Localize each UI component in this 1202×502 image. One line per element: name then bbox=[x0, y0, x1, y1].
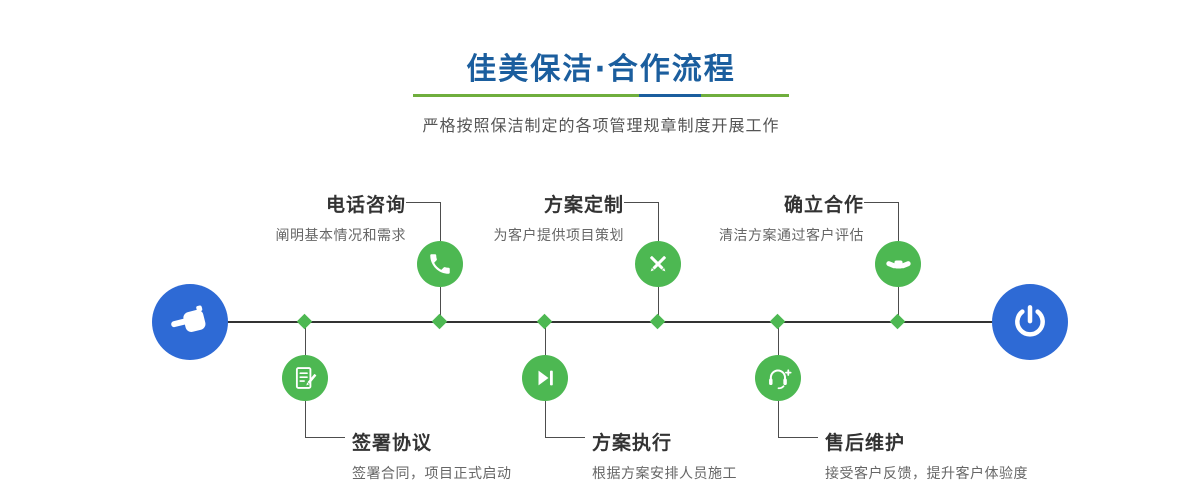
timeline-node-diamond bbox=[431, 313, 448, 330]
contract-icon bbox=[295, 367, 317, 389]
underline-segment-blue bbox=[639, 94, 701, 97]
phone-icon bbox=[430, 254, 450, 274]
end-node bbox=[992, 284, 1068, 360]
connector-line bbox=[305, 322, 306, 355]
timeline-node-diamond bbox=[769, 313, 786, 330]
step-title: 电话咨询 bbox=[325, 194, 406, 216]
step-icon-circle bbox=[417, 241, 463, 287]
step-icon-circle bbox=[282, 355, 328, 401]
connector-line bbox=[864, 202, 898, 203]
connector-line bbox=[898, 202, 899, 241]
step-desc: 根据方案安排人员施工 bbox=[592, 466, 737, 482]
connector-line bbox=[440, 287, 441, 322]
step-desc: 接受客户反馈，提升客户体验度 bbox=[825, 466, 1028, 482]
connector-line bbox=[305, 401, 306, 437]
step-after-sales-maintenance: 售后维护 接受客户反馈，提升客户体验度 bbox=[825, 428, 1125, 483]
title-underline bbox=[413, 94, 789, 97]
connector-line bbox=[658, 202, 659, 241]
connector-line bbox=[305, 437, 345, 438]
connector-line bbox=[778, 437, 818, 438]
connector-line bbox=[406, 202, 440, 203]
step-desc: 阐明基本情况和需求 bbox=[275, 228, 406, 244]
step-icon-circle bbox=[635, 241, 681, 287]
timeline-node-diamond bbox=[296, 313, 313, 330]
connector-line bbox=[440, 202, 441, 241]
power-icon bbox=[1015, 305, 1045, 337]
step-title: 售后维护 bbox=[825, 432, 906, 454]
step-desc: 清洁方案通过客户评估 bbox=[719, 228, 864, 244]
connector-line bbox=[778, 401, 779, 437]
step-plan-execution: 方案执行 根据方案安排人员施工 bbox=[592, 428, 892, 483]
step-icon-circle bbox=[522, 355, 568, 401]
connector-line bbox=[545, 401, 546, 437]
timeline-axis bbox=[190, 321, 1030, 323]
step-icon-circle bbox=[755, 355, 801, 401]
support-icon bbox=[768, 368, 792, 389]
connector-line bbox=[778, 322, 779, 355]
step-title: 方案定制 bbox=[543, 194, 624, 216]
step-desc: 为客户提供项目策划 bbox=[493, 228, 624, 244]
underline-segment-green bbox=[701, 94, 789, 97]
step-title: 方案执行 bbox=[592, 432, 673, 454]
step-sign-agreement: 签署协议 签署合同，项目正式启动 bbox=[352, 428, 652, 483]
timeline-node-diamond bbox=[649, 313, 666, 330]
execute-icon bbox=[538, 370, 553, 386]
connector-line bbox=[898, 287, 899, 322]
step-plan-customization: 方案定制 为客户提供项目策划 bbox=[424, 190, 624, 245]
timeline-node-diamond bbox=[889, 313, 906, 330]
step-title: 确立合作 bbox=[783, 194, 864, 216]
step-desc: 签署合同，项目正式启动 bbox=[352, 466, 512, 482]
connector-line bbox=[545, 322, 546, 355]
hand-pointer-icon bbox=[171, 305, 206, 332]
handshake-icon bbox=[885, 259, 911, 269]
design-icon bbox=[650, 256, 666, 272]
connector-line bbox=[545, 437, 585, 438]
step-title: 签署协议 bbox=[352, 432, 433, 454]
connector-line bbox=[658, 287, 659, 322]
page-subtitle: 严格按照保洁制定的各项管理规章制度开展工作 bbox=[422, 116, 780, 135]
start-node bbox=[152, 284, 228, 360]
connector-line bbox=[624, 202, 658, 203]
page-title: 佳美保洁·合作流程 bbox=[466, 52, 736, 87]
step-phone-consultation: 电话咨询 阐明基本情况和需求 bbox=[206, 190, 406, 245]
timeline-node-diamond bbox=[536, 313, 553, 330]
step-establish-cooperation: 确立合作 清洁方案通过客户评估 bbox=[664, 190, 864, 245]
underline-segment-green bbox=[413, 94, 639, 97]
step-icon-circle bbox=[875, 241, 921, 287]
